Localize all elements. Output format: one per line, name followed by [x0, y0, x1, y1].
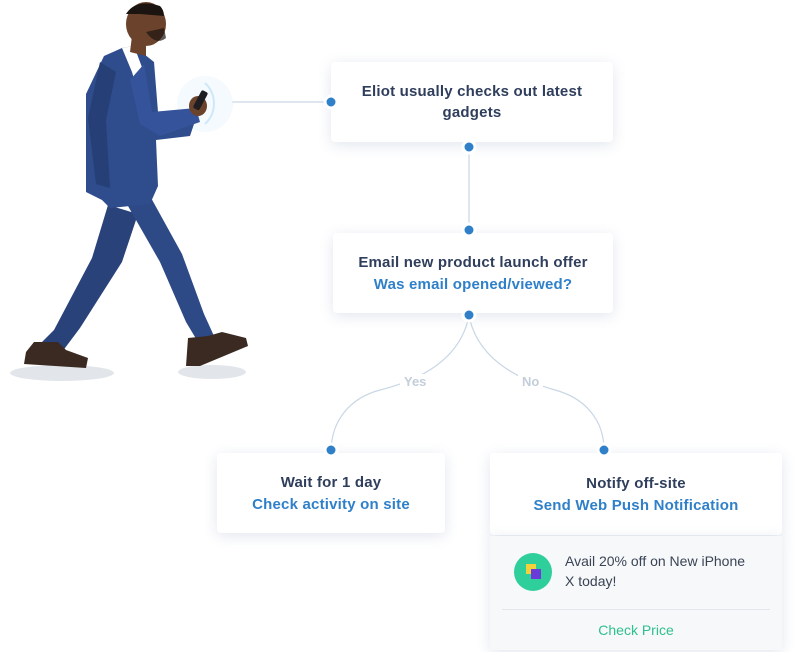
app-logo-icon — [514, 553, 552, 591]
push-notification-message: Avail 20% off on New iPhone X today! — [565, 553, 746, 589]
start-node-card: Eliot usually checks out latest gadgets — [331, 62, 613, 142]
email-node-title: Email new product launch offer — [358, 253, 588, 271]
wait-node-card: Wait for 1 day Check activity on site — [217, 453, 445, 533]
branch-label-no: No — [518, 374, 544, 390]
push-divider — [502, 609, 770, 610]
notify-node-card: Notify off-site Send Web Push Notificati… — [490, 453, 782, 535]
connector-email-to-no — [468, 315, 605, 451]
start-node-text: Eliot usually checks out latest gadgets — [361, 83, 583, 121]
notify-node-subtitle: Send Web Push Notification — [533, 496, 739, 514]
push-notification-preview: Avail 20% off on New iPhone X today! Che… — [490, 536, 782, 650]
check-price-button[interactable]: Check Price — [598, 622, 674, 638]
wait-node-subtitle: Check activity on site — [252, 495, 410, 513]
connector-email-to-yes — [330, 315, 470, 451]
wait-node-title: Wait for 1 day — [280, 473, 382, 491]
notify-node-title: Notify off-site — [586, 474, 686, 492]
email-node-card: Email new product launch offer Was email… — [333, 233, 613, 313]
email-node-question: Was email opened/viewed? — [373, 275, 573, 293]
walking-businessman-illustration — [10, 2, 248, 381]
branch-label-yes: Yes — [400, 374, 431, 390]
